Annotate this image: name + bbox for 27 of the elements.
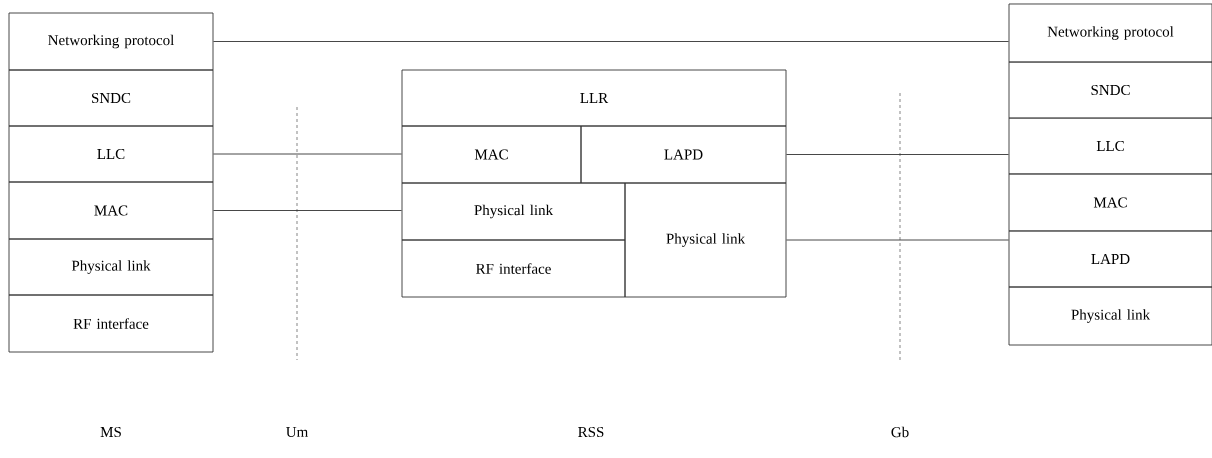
layer-box: LAPD: [580, 125, 787, 184]
layer-box: MAC: [401, 125, 582, 184]
layer-box: Networking protocol: [1008, 3, 1212, 63]
connector-line: [786, 154, 1009, 155]
layer-box: LAPD: [1008, 230, 1212, 288]
layer-box: RF interface: [401, 239, 626, 298]
layer-box: Physical link: [624, 182, 787, 298]
layer-box: Physical link: [1008, 286, 1212, 346]
interface-label: RSS: [578, 426, 604, 438]
layer-box: SNDC: [8, 69, 214, 127]
layer-box: LLC: [8, 125, 214, 183]
connector-line: [213, 210, 402, 211]
layer-box: MAC: [1008, 173, 1212, 232]
layer-box: LLC: [1008, 117, 1212, 175]
layer-box: RF interface: [8, 294, 214, 353]
interface-label: Um: [286, 427, 308, 437]
connector-line: [213, 41, 1009, 42]
interface-label: Gb: [891, 426, 909, 438]
layer-box: LLR: [401, 69, 787, 127]
layer-box: Networking protocol: [8, 12, 214, 71]
layer-box: Physical link: [8, 238, 214, 296]
layer-box: SNDC: [1008, 61, 1212, 119]
layer-box: Physical link: [401, 182, 626, 241]
connector-line: [213, 153, 402, 155]
interface-label: MS: [100, 426, 121, 438]
connector-line: [786, 239, 1009, 241]
layer-box: MAC: [8, 181, 214, 240]
